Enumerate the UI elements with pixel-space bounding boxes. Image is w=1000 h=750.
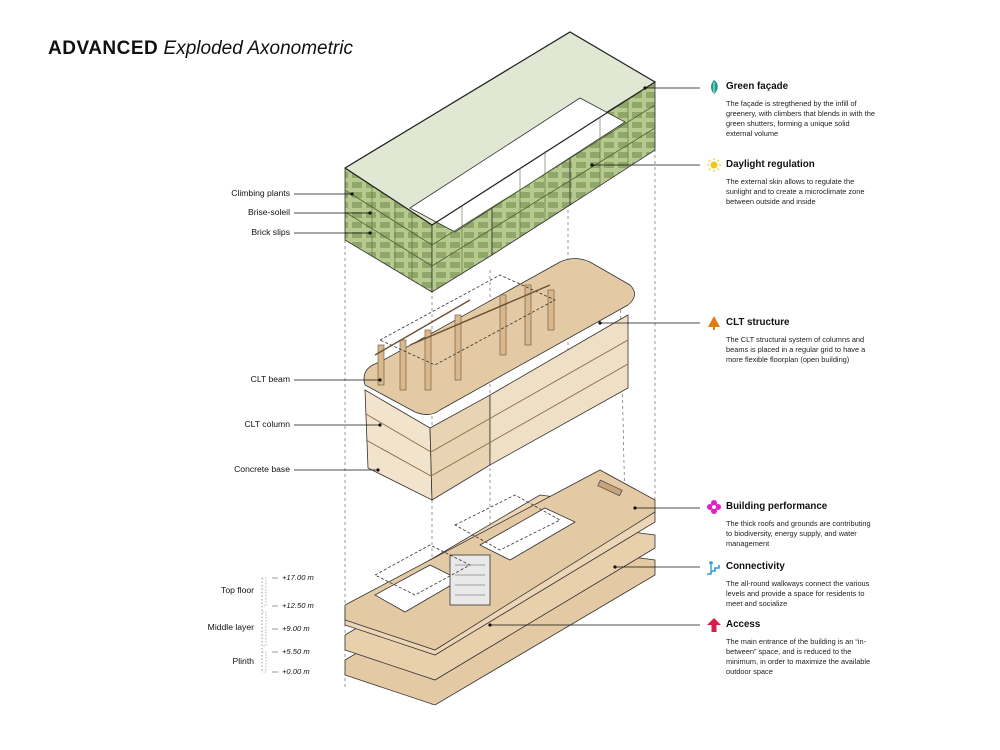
feature-connectivity: Connectivity The all-round walkways conn… (707, 560, 882, 620)
title-bold: ADVANCED (48, 38, 159, 59)
right-leader-dots (488, 86, 647, 627)
level-0: +0.00 m (282, 667, 310, 676)
clt-structure-layer (363, 258, 635, 501)
facade-layer (344, 31, 657, 293)
feature-desc: The external skin allows to regulate the… (726, 177, 865, 206)
feature-desc: The all-round walkways connect the vario… (726, 579, 870, 608)
clt-top-slab (363, 258, 635, 415)
label-climbing-plants: Climbing plants (231, 188, 290, 198)
arrow-up-icon (707, 618, 721, 632)
feature-desc: The CLT structural system of columns and… (726, 335, 866, 364)
leaf-icon (711, 80, 718, 94)
level-12-50: +12.50 m (282, 601, 314, 610)
courtyard-void-right (479, 507, 576, 561)
tree-icon (708, 316, 720, 330)
label-concrete-base: Concrete base (234, 464, 290, 474)
flower-icon (707, 500, 721, 514)
feature-title: Access (726, 619, 761, 630)
right-leaders (490, 87, 700, 626)
feature-desc: The façade is stregthened by the infill … (726, 99, 875, 138)
feature-access: Access The main entrance of the building… (707, 618, 882, 688)
feature-desc: The thick roofs and grounds are contribu… (726, 519, 871, 548)
feature-title: Green façade (726, 81, 789, 92)
level-17: +17.00 m (282, 573, 314, 582)
feature-title: Connectivity (726, 561, 785, 572)
level-5-50: +5.50 m (282, 647, 310, 656)
facade-courtyard (409, 97, 626, 233)
label-clt-beam: CLT beam (250, 374, 290, 384)
left-leader-dots (350, 192, 382, 472)
title-italic: Exploded Axonometric (163, 38, 353, 59)
feature-title: Daylight regulation (726, 159, 815, 170)
zone-top-floor: Top floor (221, 585, 254, 595)
level-9: +9.00 m (282, 624, 310, 633)
stair-core (449, 554, 491, 606)
zone-brackets (262, 577, 267, 673)
feature-clt-structure: CLT structure The CLT structural system … (707, 316, 882, 386)
base-slabs-layer (344, 469, 656, 706)
sun-icon (707, 158, 721, 172)
label-brick-slips: Brick slips (251, 227, 290, 237)
feature-title: CLT structure (726, 317, 790, 328)
clt-right-block (489, 314, 629, 466)
feature-daylight-regulation: Daylight regulation The external skin al… (707, 158, 882, 228)
page-title: ADVANCED Exploded Axonometric (48, 38, 353, 60)
label-brise-soleil: Brise-soleil (247, 207, 290, 217)
left-leaders (294, 193, 380, 471)
slab-top-roof (344, 469, 656, 651)
level-scale (261, 577, 278, 673)
stairs-person-icon (707, 561, 720, 575)
zone-middle-layer: Middle layer (207, 622, 254, 632)
feature-desc: The main entrance of the building is an … (726, 637, 871, 676)
label-clt-column: CLT column (244, 419, 290, 429)
zone-plinth: Plinth (232, 656, 255, 666)
feature-title: Building performance (726, 501, 828, 512)
feature-building-performance: Building performance The thick roofs and… (707, 500, 882, 560)
feature-green-facade: Green façade The façade is stregthened b… (707, 80, 882, 150)
